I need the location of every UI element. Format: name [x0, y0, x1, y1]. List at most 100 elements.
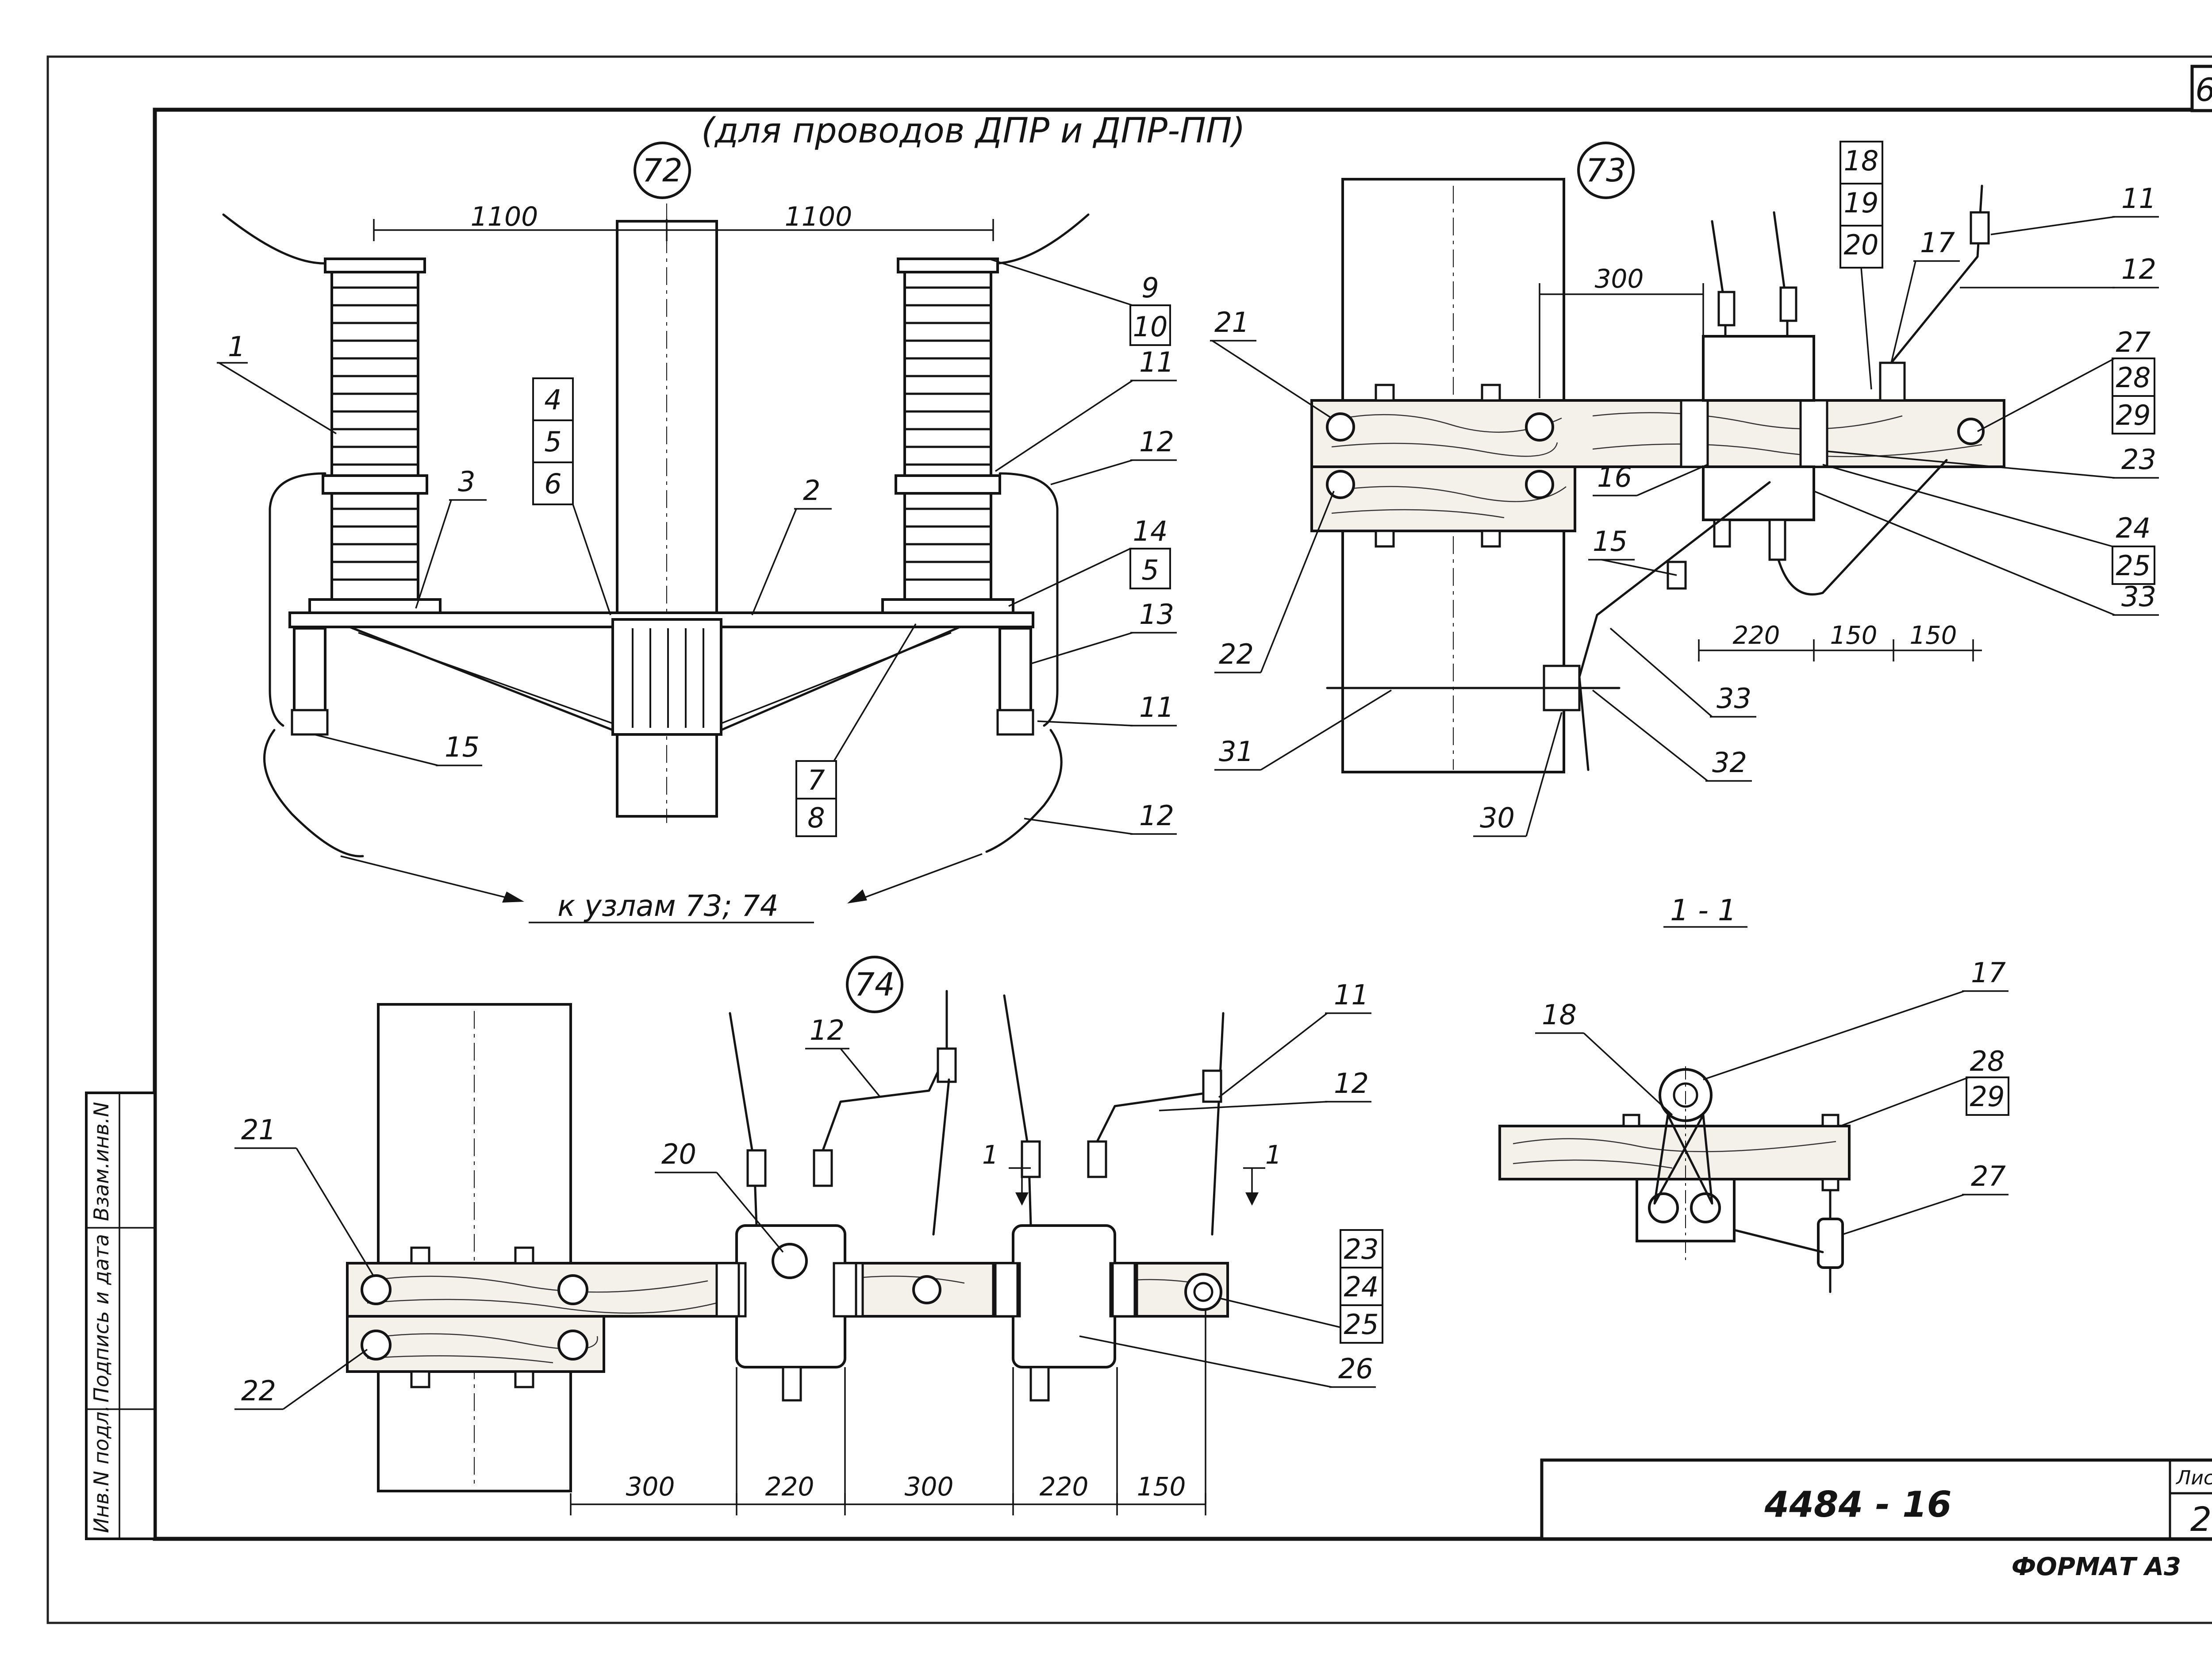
- side-stamp: Инв.N подл. Подпись и дата Взам.инв.N: [85, 1092, 156, 1540]
- callout-11b: 11: [1139, 691, 1174, 723]
- document-number: 4484 - 16: [1764, 1484, 1952, 1525]
- callout-23-74: 23: [1344, 1233, 1379, 1265]
- node-73-dim-top: 300: [1595, 264, 1644, 294]
- stamp-signature-label: Подпись и дата: [89, 1234, 113, 1403]
- callout-7: 7: [807, 764, 825, 796]
- callout-1: 1: [228, 331, 245, 363]
- sheet-label: Лист: [2175, 1467, 2212, 1489]
- node-74: 74: [234, 956, 1383, 1515]
- section-board: [1498, 1125, 1851, 1180]
- section-1-1: 1 - 1 17 18 28 29: [1498, 893, 2009, 1293]
- callout-5: 5: [544, 426, 561, 458]
- node-74-dim-2: 220: [765, 1472, 814, 1502]
- callout-31: 31: [1219, 735, 1254, 768]
- callout-12b: 12: [1139, 799, 1174, 832]
- callout-29-section: 29: [1970, 1080, 2005, 1113]
- callout-27: 27: [2116, 326, 2151, 358]
- callout-11: 11: [1139, 346, 1174, 378]
- node-74-badge: [846, 956, 903, 1013]
- node-72-callouts: 1 2 3 4 5 6 7 8 9 10 1: [217, 258, 1177, 837]
- callout-8: 8: [807, 802, 825, 834]
- node-72-number: 72: [642, 152, 683, 189]
- inner-frame: [153, 108, 2212, 1541]
- callout-21-74: 21: [241, 1114, 276, 1146]
- node-73-crossarm: [1310, 399, 2005, 468]
- callout-22-74: 22: [241, 1375, 276, 1407]
- callout-4: 4: [544, 384, 561, 416]
- node-74-callouts: 12 11 12 21 20 22 23 24 25: [234, 979, 1383, 1410]
- callout-17: 17: [1920, 227, 1955, 259]
- callout-12-73: 12: [2121, 253, 2156, 285]
- callout-25-73: 25: [2116, 550, 2151, 582]
- title-block: 4484 - 16 Лист 2 ФОРМАТ А3: [1540, 1458, 2212, 1581]
- drawing-subtitle: (для проводов ДПР и ДПР-ПП): [701, 111, 1245, 151]
- callout-10: 10: [1133, 311, 1168, 343]
- page-number: 65: [2195, 71, 2212, 108]
- callout-16: 16: [1597, 461, 1632, 493]
- callout-23-73: 23: [2121, 443, 2156, 476]
- node-73-callouts: 18 19 20 17 11 12 27 28 29 21 16: [1210, 141, 2159, 837]
- sheet-number: 2: [2190, 1499, 2212, 1539]
- callout-20: 20: [1844, 229, 1879, 261]
- outer-frame: [46, 55, 2212, 1624]
- callout-11-74: 11: [1334, 979, 1369, 1011]
- node-74-dim-3: 300: [905, 1472, 954, 1502]
- node-73: 73: [1210, 141, 2159, 837]
- callout-5b: 5: [1141, 554, 1159, 586]
- node-73-number: 73: [1586, 152, 1626, 189]
- callout-3: 3: [458, 465, 475, 498]
- callout-17-section: 17: [1971, 957, 2006, 989]
- node-74-section-mark-right: 1: [1265, 1140, 1282, 1170]
- callout-6: 6: [544, 468, 561, 500]
- page-number-box: 65: [2190, 65, 2212, 112]
- node-72-left-arrester: [308, 258, 442, 616]
- callout-12-74b: 12: [1334, 1067, 1369, 1099]
- callout-33a: 33: [2121, 580, 2156, 613]
- callout-18: 18: [1844, 145, 1879, 177]
- callout-33b: 33: [1717, 682, 1751, 715]
- stamp-inventory-label: Инв.N подл.: [89, 1405, 113, 1533]
- node-74-dim-4: 220: [1040, 1472, 1089, 1502]
- node-74-number: 74: [854, 966, 895, 1003]
- node-73-dim-150b: 150: [1910, 621, 1957, 650]
- callout-28: 28: [2116, 361, 2151, 394]
- callout-29: 29: [2116, 399, 2151, 431]
- callout-24-73: 24: [2116, 512, 2151, 544]
- callout-14: 14: [1133, 515, 1168, 547]
- callout-21-73: 21: [1214, 306, 1249, 338]
- callout-9: 9: [1141, 272, 1159, 304]
- format-label: ФОРМАТ А3: [2012, 1553, 2181, 1581]
- callout-13: 13: [1139, 598, 1174, 630]
- callout-32: 32: [1712, 746, 1747, 779]
- callout-25-74: 25: [1344, 1308, 1379, 1341]
- callout-26: 26: [1338, 1353, 1373, 1385]
- callout-18-section: 18: [1542, 999, 1577, 1031]
- node-72-right-arrester: [881, 258, 1014, 616]
- section-callouts: 17 18 28 29 27: [1535, 957, 2009, 1235]
- callout-12: 12: [1139, 426, 1174, 458]
- callout-22-73: 22: [1219, 638, 1254, 670]
- callout-24-74: 24: [1344, 1271, 1379, 1303]
- callout-27-section: 27: [1971, 1160, 2006, 1192]
- callout-2: 2: [803, 474, 820, 507]
- node-72-destination: к узлам 73; 74: [557, 889, 779, 923]
- node-73-dim-150a: 150: [1830, 621, 1878, 650]
- node-72-badge: [634, 142, 691, 199]
- node-74-section-mark-left: 1: [982, 1140, 998, 1170]
- callout-30: 30: [1480, 802, 1515, 834]
- node-72: 72 1100 1100: [217, 142, 1177, 923]
- callout-20-74: 20: [661, 1138, 696, 1170]
- node-72-dim-left: 1100: [471, 201, 538, 232]
- callout-12-74a: 12: [810, 1014, 845, 1046]
- node-72-dim-right: 1100: [785, 201, 853, 232]
- node-73-badge: [1577, 142, 1635, 199]
- callout-15: 15: [445, 731, 480, 763]
- node-74-dim-1: 300: [626, 1472, 675, 1502]
- callout-19: 19: [1844, 187, 1879, 219]
- callout-15-73: 15: [1593, 525, 1628, 557]
- section-title: 1 - 1: [1670, 893, 1736, 927]
- callout-11-73: 11: [2121, 182, 2156, 215]
- callout-28-section: 28: [1970, 1045, 2005, 1077]
- stamp-replacement-label: Взам.инв.N: [89, 1102, 113, 1221]
- node-73-dim-220: 220: [1733, 621, 1780, 650]
